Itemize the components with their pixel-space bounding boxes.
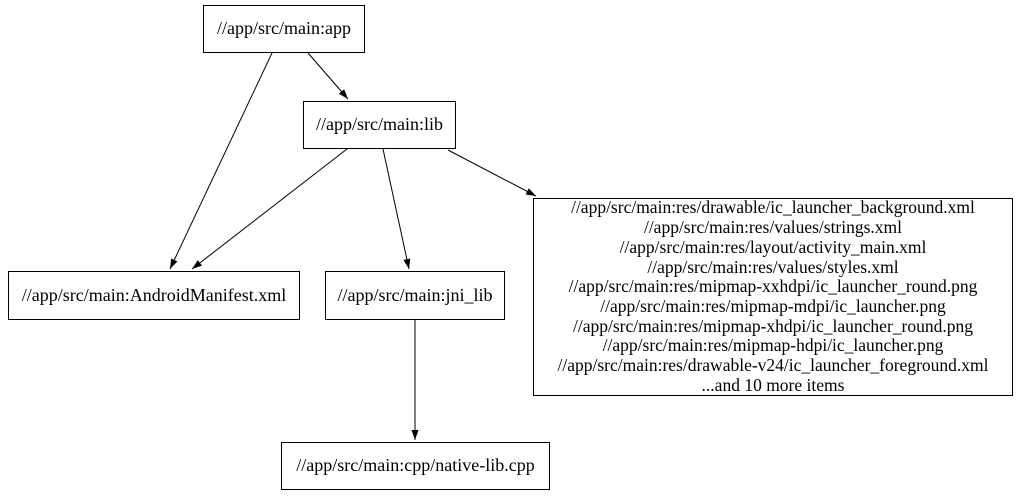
res-item: //app/src/main:res/values/strings.xml	[643, 217, 903, 238]
res-item: //app/src/main:res/mipmap-xhdpi/ic_launc…	[573, 315, 973, 336]
res-item: //app/src/main:res/drawable/ic_launcher_…	[571, 197, 975, 218]
res-item: //app/src/main:res/mipmap-xxhdpi/ic_laun…	[568, 276, 978, 297]
node-res-group: //app/src/main:res/drawable/ic_launcher_…	[533, 198, 1013, 396]
res-item: //app/src/main:res/layout/activity_main.…	[619, 236, 927, 257]
edge-lib-to-jni-lib	[382, 148, 411, 270]
edge-lib-to-manifest	[191, 148, 348, 270]
edge-app-to-manifest	[169, 52, 273, 270]
node-lib: //app/src/main:lib	[303, 101, 456, 149]
res-item: //app/src/main:res/drawable-v24/ic_launc…	[557, 355, 989, 376]
res-item: //app/src/main:res/mipmap-hdpi/ic_launch…	[602, 335, 944, 356]
res-item: //app/src/main:res/values/styles.xml	[647, 256, 899, 277]
node-app: //app/src/main:app	[203, 5, 365, 53]
res-more-items: ...and 10 more items	[701, 374, 845, 395]
node-jni-lib: //app/src/main:jni_lib	[325, 271, 505, 320]
edge-app-to-lib	[307, 52, 349, 100]
node-native-lib-cpp: //app/src/main:cpp/native-lib.cpp	[281, 442, 550, 490]
edge-lib-to-res-group	[447, 149, 537, 197]
node-android-manifest: //app/src/main:AndroidManifest.xml	[8, 271, 300, 320]
res-item: //app/src/main:res/mipmap-mdpi/ic_launch…	[600, 296, 946, 316]
